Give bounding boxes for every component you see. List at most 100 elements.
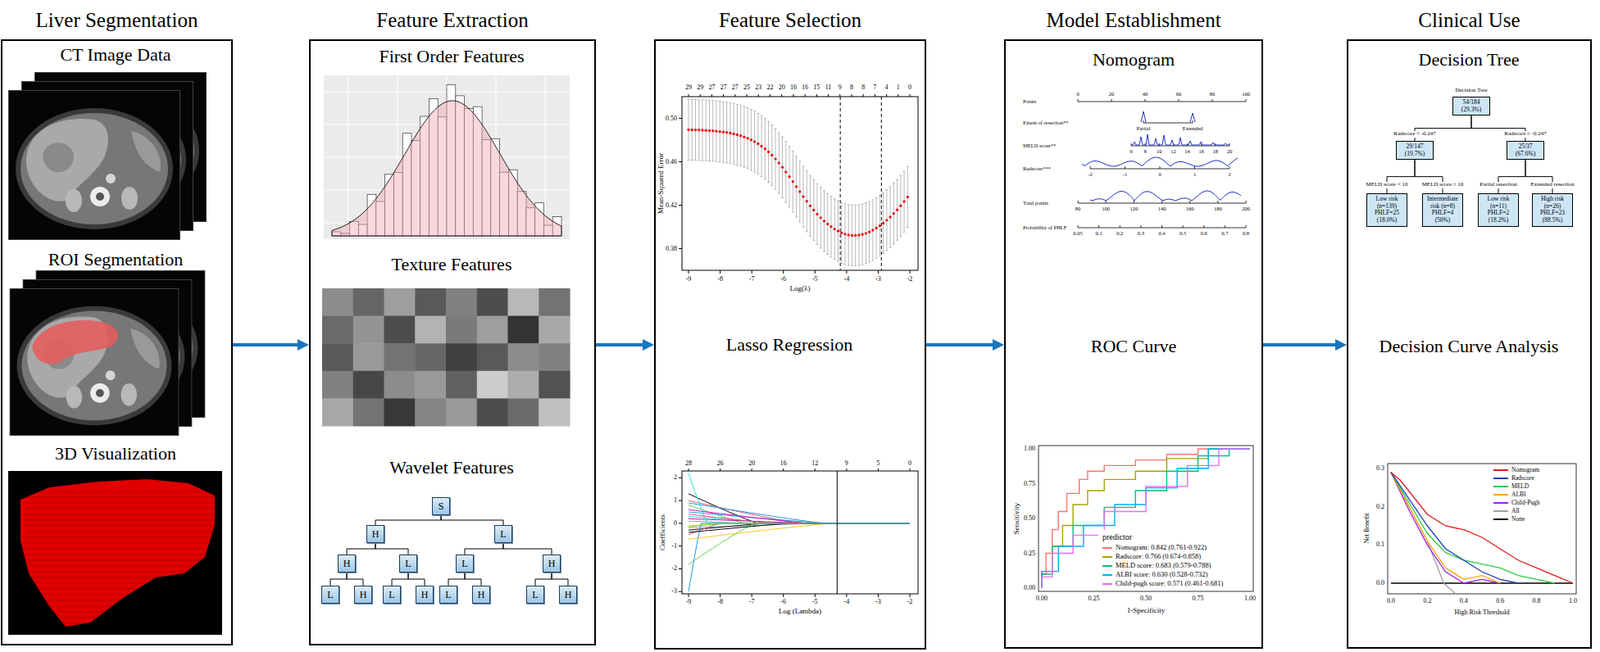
axis-label: 27 <box>708 83 715 91</box>
nomogram-tick <box>1105 200 1107 204</box>
stage-panel: Liver Segmentation <box>0 39 233 646</box>
error-cap <box>728 163 732 164</box>
tree-connector <box>464 543 504 555</box>
axis-label: 0.50 <box>1023 514 1036 523</box>
voxel-lines <box>16 491 222 624</box>
axis-tick <box>719 594 721 598</box>
error-cap <box>861 204 864 205</box>
error-bar <box>736 104 738 165</box>
error-cap <box>774 127 778 129</box>
error-cap <box>899 175 902 177</box>
axis-label: Probability of PHLF <box>1022 224 1067 231</box>
axis-label: -3 <box>875 275 882 283</box>
grid-line <box>446 75 448 240</box>
texture-cell <box>477 316 509 345</box>
axis-tick <box>711 94 713 97</box>
axis-label: 20 <box>1109 90 1115 97</box>
ct-image <box>34 72 207 223</box>
error-bar <box>890 186 891 248</box>
error-bar <box>729 102 731 164</box>
axis-label: 120 <box>1129 205 1138 212</box>
axis-label: 5 <box>876 459 880 468</box>
nomogram-tick <box>1224 225 1226 228</box>
error-cap <box>694 159 697 161</box>
error-cap <box>750 169 753 171</box>
error-cap <box>833 198 837 200</box>
texture-cell <box>353 288 385 317</box>
error-bar <box>820 187 822 249</box>
axis-label: 0.0 <box>1386 597 1396 605</box>
error-bar <box>747 108 749 169</box>
roc-curve <box>1041 449 1250 589</box>
axis-label: 0.8 <box>1242 230 1250 237</box>
error-cap <box>868 262 871 264</box>
legend-item: ALBI <box>1493 491 1527 500</box>
error-cap <box>767 181 770 183</box>
plot-background <box>323 75 570 240</box>
error-cap <box>857 204 860 205</box>
axis-tick <box>909 94 911 97</box>
error-bar <box>726 102 728 164</box>
axis-label: 20 <box>748 459 755 468</box>
axis-tick <box>678 522 682 524</box>
nomogram-tick <box>1172 143 1174 146</box>
axis-tick <box>877 468 879 472</box>
section-title: 3D Visualization <box>54 443 177 464</box>
axis-label: Extended <box>1182 125 1204 132</box>
coefficient-path <box>688 523 910 533</box>
axis-label: 12 <box>811 459 819 468</box>
axis-label: 23 <box>754 83 762 91</box>
histogram-bar <box>402 133 412 237</box>
texture-cell <box>538 288 570 317</box>
cv-point <box>767 150 770 154</box>
section-title: Nomogram <box>1092 49 1175 70</box>
axis-label: 0.4 <box>1158 230 1165 237</box>
tree-connector <box>346 543 376 555</box>
cv-point <box>871 228 874 232</box>
cv-point <box>892 212 896 215</box>
wavelet-label: S <box>432 498 450 515</box>
error-bar <box>872 200 873 261</box>
error-cap <box>805 170 809 172</box>
error-bar <box>775 128 777 190</box>
axis-tick <box>814 468 816 472</box>
coefficient-path <box>688 514 910 524</box>
error-cap <box>746 168 750 169</box>
axis-label: 28 <box>685 459 692 468</box>
legend-swatch <box>1493 502 1509 505</box>
error-cap <box>903 231 906 233</box>
coefficient-path <box>688 512 910 524</box>
axis-label: 25 <box>743 83 750 91</box>
histogram-bar <box>481 139 491 237</box>
texture-cell <box>322 316 354 345</box>
tree-connector <box>448 572 465 587</box>
axis-label: 1-Specificity <box>1127 606 1166 615</box>
error-cap <box>822 250 826 252</box>
error-cap <box>739 165 742 167</box>
error-cap <box>708 100 711 101</box>
roc-curve <box>1041 449 1250 589</box>
section-title: Wavelet Features <box>389 457 514 478</box>
error-cap <box>704 160 708 162</box>
axis-label: -8 <box>717 598 723 606</box>
cv-point <box>787 175 791 178</box>
ct-image <box>21 81 194 232</box>
wavelet-label: L <box>400 555 417 573</box>
axis-label: 1 <box>896 83 900 91</box>
axis-label: 16 <box>801 83 809 91</box>
error-cap <box>819 186 823 188</box>
error-cap <box>864 202 868 204</box>
legend-item: Nomogram: 0.842 (0.761-0.922) <box>1102 544 1207 553</box>
cv-point <box>718 130 721 133</box>
error-cap <box>788 206 791 208</box>
axis-label: 0 <box>908 459 912 468</box>
error-cap <box>892 182 896 184</box>
cv-point <box>857 233 860 237</box>
tree-node-box: High risk (n=26) PHLF=23 (88.5%) <box>1531 193 1573 228</box>
cv-point <box>725 131 728 134</box>
cv-point <box>798 190 801 193</box>
axis-label: 0.50 <box>665 114 678 123</box>
tree-connector <box>330 572 347 587</box>
nomogram-tick <box>1178 99 1180 102</box>
